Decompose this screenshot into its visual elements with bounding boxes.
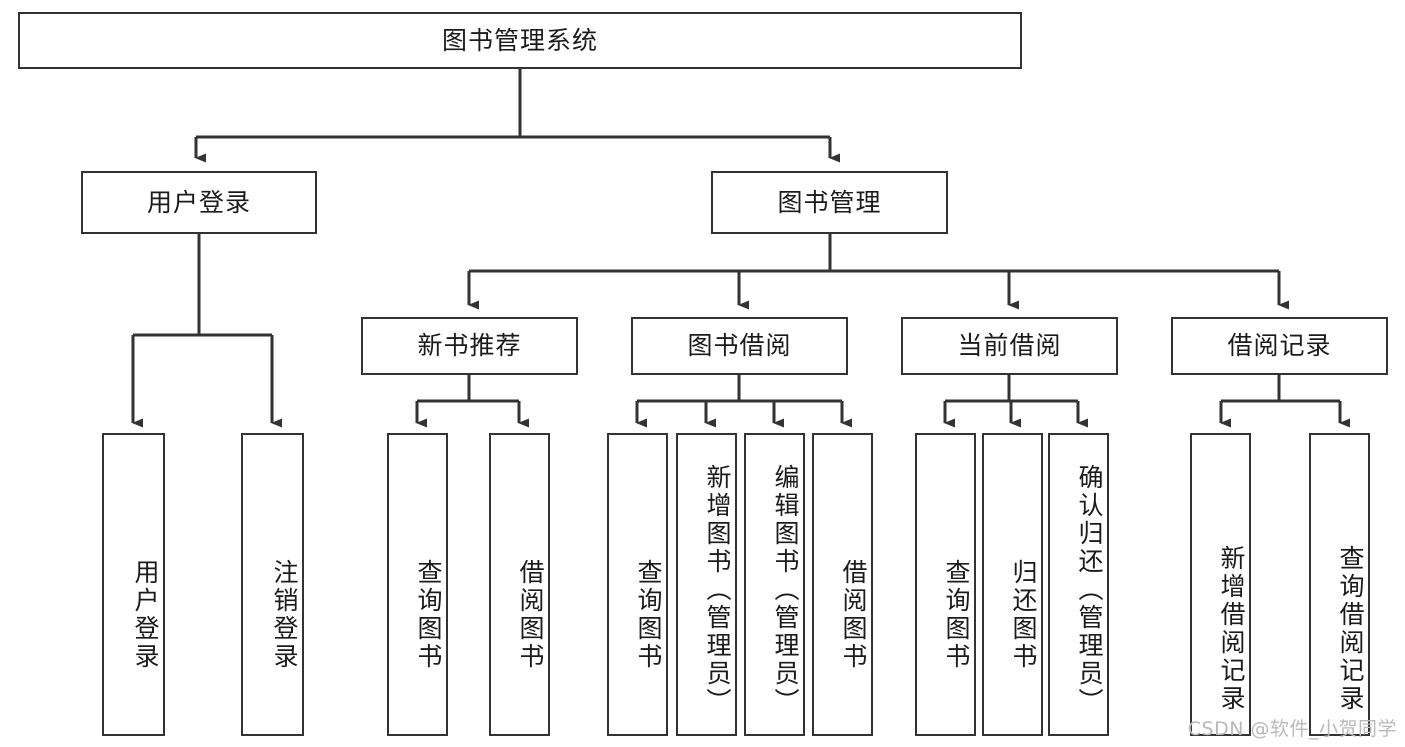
node-label: 图书管理 (777, 187, 882, 217)
node-book-management[interactable]: 图书管理 (711, 171, 948, 234)
node-label: 借阅图书 (516, 558, 545, 671)
node-label: 图书借阅 (687, 331, 792, 361)
leaf-edit-book-admin[interactable]: 编辑图书（管理员） (744, 433, 805, 736)
node-label: 新书推荐 (417, 331, 522, 361)
node-label: 注销登录 (270, 558, 299, 671)
node-label: 新增图书（管理员） (703, 463, 732, 716)
node-label: 借阅图书 (839, 558, 868, 671)
leaf-user-login[interactable]: 用户登录 (102, 433, 165, 736)
node-label: 借阅记录 (1227, 331, 1332, 361)
node-borrow-record[interactable]: 借阅记录 (1171, 317, 1388, 375)
node-label: 当前借阅 (957, 331, 1062, 361)
leaf-borrow-book-recommend[interactable]: 借阅图书 (489, 433, 550, 736)
node-label: 编辑图书（管理员） (771, 463, 800, 716)
node-label: 查询图书 (634, 558, 663, 671)
node-new-book-recommend[interactable]: 新书推荐 (361, 317, 578, 375)
node-label: 归还图书 (1009, 558, 1038, 671)
node-label: 查询图书 (414, 558, 443, 671)
leaf-add-book-admin[interactable]: 新增图书（管理员） (676, 433, 737, 736)
node-label: 查询图书 (942, 558, 971, 671)
leaf-query-book-recommend[interactable]: 查询图书 (387, 433, 448, 736)
node-label: 图书管理系统 (441, 25, 598, 55)
node-book-borrow[interactable]: 图书借阅 (631, 317, 848, 375)
watermark-text: CSDN @软件_小贺同学 (1187, 718, 1397, 740)
leaf-borrow-book[interactable]: 借阅图书 (812, 433, 873, 736)
node-label: 用户登录 (146, 187, 251, 217)
node-root-book-management-system[interactable]: 图书管理系统 (18, 12, 1022, 69)
leaf-confirm-return-admin[interactable]: 确认归还（管理员） (1048, 433, 1109, 736)
leaf-query-borrow-record[interactable]: 查询借阅记录 (1309, 433, 1370, 736)
node-label: 确认归还（管理员） (1075, 463, 1104, 716)
node-user-login[interactable]: 用户登录 (81, 171, 317, 234)
leaf-query-book-borrow[interactable]: 查询图书 (607, 433, 668, 736)
leaf-add-borrow-record[interactable]: 新增借阅记录 (1190, 433, 1251, 736)
node-label: 用户登录 (131, 558, 160, 671)
leaf-query-book-current[interactable]: 查询图书 (915, 433, 976, 736)
leaf-logout-login[interactable]: 注销登录 (241, 433, 304, 736)
node-current-borrow[interactable]: 当前借阅 (901, 317, 1118, 375)
node-label: 新增借阅记录 (1217, 544, 1246, 713)
node-label: 查询借阅记录 (1336, 544, 1365, 713)
leaf-return-book[interactable]: 归还图书 (982, 433, 1043, 736)
